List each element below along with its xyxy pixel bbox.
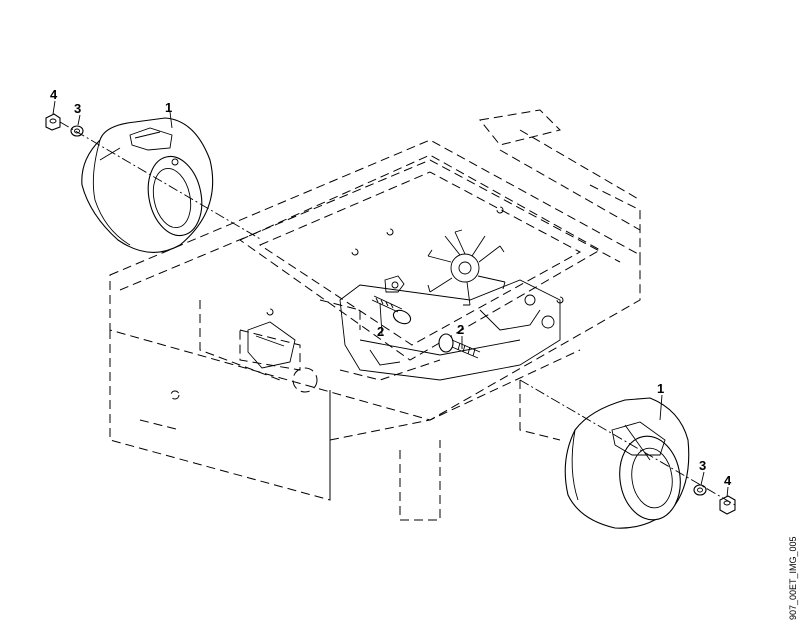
callout-part-3-lower: 3 (699, 458, 706, 473)
callout-part-4-lower: 4 (724, 473, 732, 488)
callout-part-2-left: 2 (377, 324, 384, 339)
wheel-cover-upper (81, 117, 214, 253)
nut-lower (719, 495, 736, 515)
bolt-right (438, 333, 481, 359)
image-reference-code: 907_00ET_IMG_005 (788, 536, 798, 620)
washer-lower (693, 484, 707, 496)
leader-lines (52, 100, 729, 498)
chassis-frame (109, 109, 641, 521)
callout-part-2-right: 2 (457, 322, 464, 337)
callout-part-1-lower: 1 (657, 381, 664, 396)
bolt-left (371, 295, 412, 325)
transaxle-assembly (247, 229, 561, 381)
nut-upper (45, 113, 61, 131)
wheel-cover-lower (564, 397, 690, 529)
callout-part-3-upper: 3 (74, 101, 81, 116)
cooling-fan (427, 229, 506, 306)
callout-part-1-upper: 1 (165, 100, 172, 115)
callout-part-4-upper: 4 (50, 87, 58, 102)
assembly-lines (59, 121, 736, 506)
